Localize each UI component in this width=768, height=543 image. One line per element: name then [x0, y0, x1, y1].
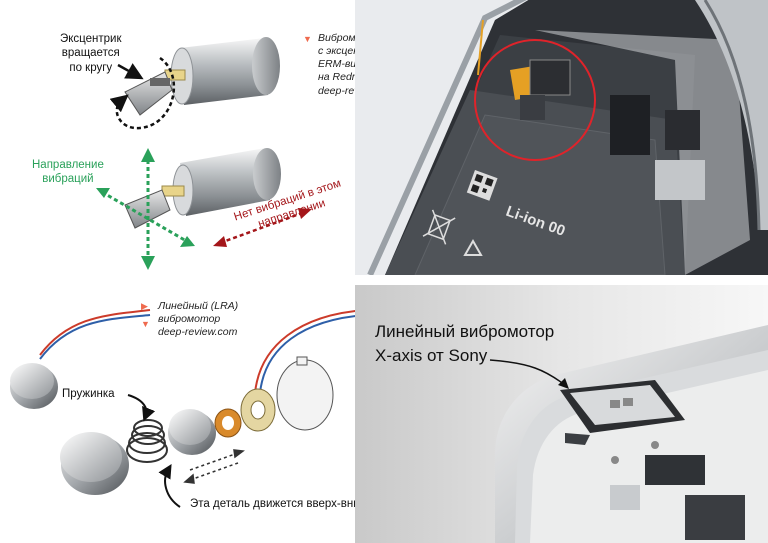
lra-housing-bottom: [60, 432, 129, 495]
lra-spring: [126, 419, 168, 463]
no-vibration-arrow-icon: [219, 210, 306, 245]
rotation-arrow-icon: [109, 56, 176, 130]
vibration-direction-line: Направление: [32, 159, 104, 171]
lra-caption-line: Линейный (LRA): [158, 300, 239, 312]
moving-part-pointer-arrow-icon: [158, 463, 181, 508]
vibration-direction-label: Направление вибраций: [32, 158, 104, 187]
erm-caption-line: deep-review.com: [318, 84, 355, 97]
spring-pointer-arrow-icon: [127, 394, 156, 422]
erm-caption-line: с эксцентриком (ERM): [318, 45, 355, 58]
rotation-label-line: вращается: [61, 47, 120, 60]
lra-caption-line: deep-review.com: [158, 326, 238, 339]
lra-top-cap: [276, 356, 334, 431]
sony-lra-module: [560, 380, 685, 445]
lra-cover-plate: [240, 309, 366, 432]
sony-phone-photo: Линейный вибромотор X-axis от Sony: [355, 285, 768, 543]
green-arrow-down-icon: [141, 256, 155, 270]
lra-illustration: [10, 309, 366, 508]
erm-caption-line: ERM-вибромотор: [318, 58, 355, 71]
redmi-phone-illustration: Li-ion 00: [367, 0, 768, 275]
label-pointer-arrow-icon: [117, 63, 144, 80]
lra-caption-line: вибромотор: [158, 313, 221, 326]
green-arrow-up-icon: [141, 148, 155, 162]
motor-highlight-circle: [474, 39, 596, 161]
sony-title-line: X-axis от Sony: [375, 345, 488, 365]
lra-coil-ring: [214, 408, 242, 438]
triangle-bullet-icon: ▶: [141, 301, 148, 311]
double-arrow-icon: [183, 449, 245, 484]
erm-motor-top: [124, 37, 280, 116]
redmi-phone-photo: Li-ion 00: [355, 0, 768, 275]
erm-illustration: [96, 37, 312, 270]
crossed-bin-icon: [422, 209, 456, 245]
sony-title-line: Линейный вибромотор: [375, 322, 555, 341]
qr-code-icon: [466, 170, 498, 201]
sony-phone-illustration: [355, 285, 768, 543]
rotation-label-line: по кругу: [69, 61, 113, 74]
sony-title: Линейный вибромотор X-axis от Sony: [375, 320, 554, 368]
lra-motor-assembled: [10, 309, 151, 409]
lra-moving-mass: [168, 409, 216, 455]
vibration-direction-line: вибраций: [42, 173, 94, 186]
erm-caption: Вибромотор с эксцентриком (ERM) ERM-вибр…: [318, 32, 355, 98]
rotation-label: Эксцентрик вращается по кругу: [60, 32, 122, 75]
module-pointer-arrow-icon: [489, 359, 566, 386]
arrowhead-icon: [558, 378, 569, 389]
erm-caption-line: Вибромотор: [318, 32, 355, 44]
erm-diagram-panel: Эксцентрик вращается по кругу Направлени…: [0, 0, 355, 275]
rotation-label-line: Эксцентрик: [60, 33, 122, 45]
spring-label: Пружинка: [62, 388, 115, 400]
recycle-icon: [463, 238, 483, 256]
vibration-diagonal-arrow-icon: [101, 190, 189, 244]
triangle-bullet-icon: ▼: [303, 34, 312, 44]
triangle-bullet-icon: ▼: [141, 319, 150, 329]
lra-caption: Линейный (LRA) вибромотор deep-review.co…: [158, 300, 238, 339]
erm-caption-line: на Redmi Note 8 Pro: [318, 71, 355, 84]
